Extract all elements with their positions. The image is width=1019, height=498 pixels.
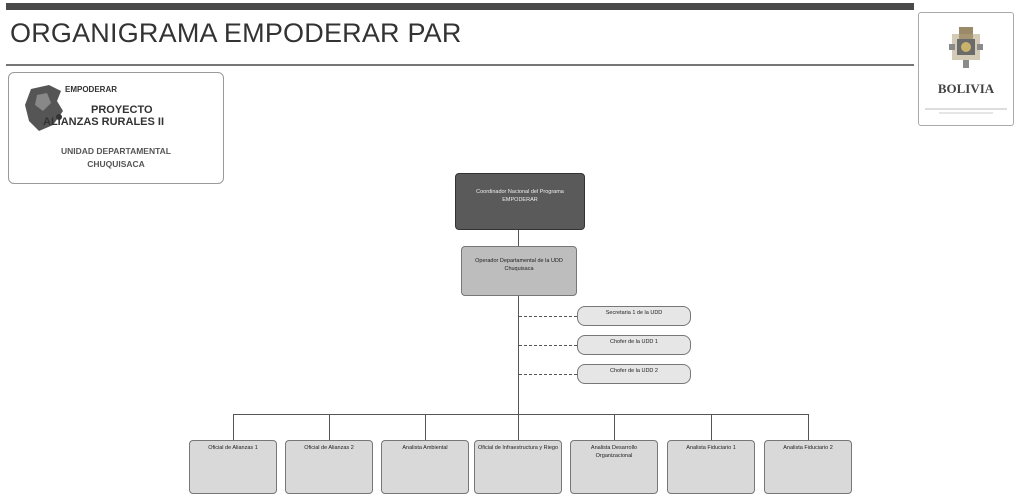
connector-drop-7 (808, 414, 809, 440)
bottom-box-3: Analista Ambiental (381, 440, 469, 494)
connector-drop-5 (614, 414, 615, 440)
connector-drop-4 (518, 414, 519, 440)
unit-line1: UNIDAD DEPARTAMENTAL (60, 146, 172, 156)
bottom-box-5: Analista Desarrollo Organizacional (570, 440, 658, 494)
bottom-box-6: Analista Fiduciario 1 (667, 440, 755, 494)
unit-line2: CHUQUISACA (87, 159, 145, 169)
bolivia-label: BOLIVIA (937, 81, 995, 96)
project-title-line2: ALIANZAS RURALES II (43, 116, 164, 128)
bottom-box-4: Oficial de Infraestructura y Riego (474, 440, 562, 494)
connector-staff-2 (519, 345, 577, 346)
connector-top-second (518, 230, 519, 246)
empoderar-text: EMPODERAR (65, 85, 118, 94)
project-title-line1: PROYECTO (91, 104, 153, 116)
header-bar (6, 3, 914, 10)
bottom-box-1: Oficial de Alianzas 1 (189, 440, 277, 494)
connector-drop-3 (425, 414, 426, 440)
connector-horizontal-bar (233, 414, 809, 415)
connector-staff-1 (519, 316, 577, 317)
connector-main-vertical (518, 296, 519, 414)
staff-box-3: Chofer de la UDD 2 (577, 364, 691, 384)
project-logo-box: EMPODERAR PROYECTO ALIANZAS RURALES II U… (8, 72, 224, 184)
connector-staff-3 (519, 374, 577, 375)
bolivia-logo: BOLIVIA (918, 12, 1014, 126)
org-box-second: Operador Departamental de la UDD Chuquis… (461, 246, 577, 296)
connector-drop-2 (329, 414, 330, 440)
page-title: ORGANIGRAMA EMPODERAR PAR (10, 18, 462, 48)
connector-drop-6 (711, 414, 712, 440)
connector-drop-1 (233, 414, 234, 440)
bolivia-emblem-icon (925, 27, 1007, 114)
empoderar-map-icon (25, 85, 63, 131)
org-box-top: Coordinador Nacional del Programa EMPODE… (455, 173, 585, 230)
bottom-box-2: Oficial de Alianzas 2 (285, 440, 373, 494)
bottom-box-7: Analista Fiduciario 2 (764, 440, 852, 494)
title-area: ORGANIGRAMA EMPODERAR PAR (6, 10, 914, 66)
unit-name: UNIDAD DEPARTAMENTAL CHUQUISACA (9, 145, 223, 171)
staff-box-1: Secretaria 1 de la UDD (577, 306, 691, 326)
staff-box-2: Chofer de la UDD 1 (577, 335, 691, 355)
